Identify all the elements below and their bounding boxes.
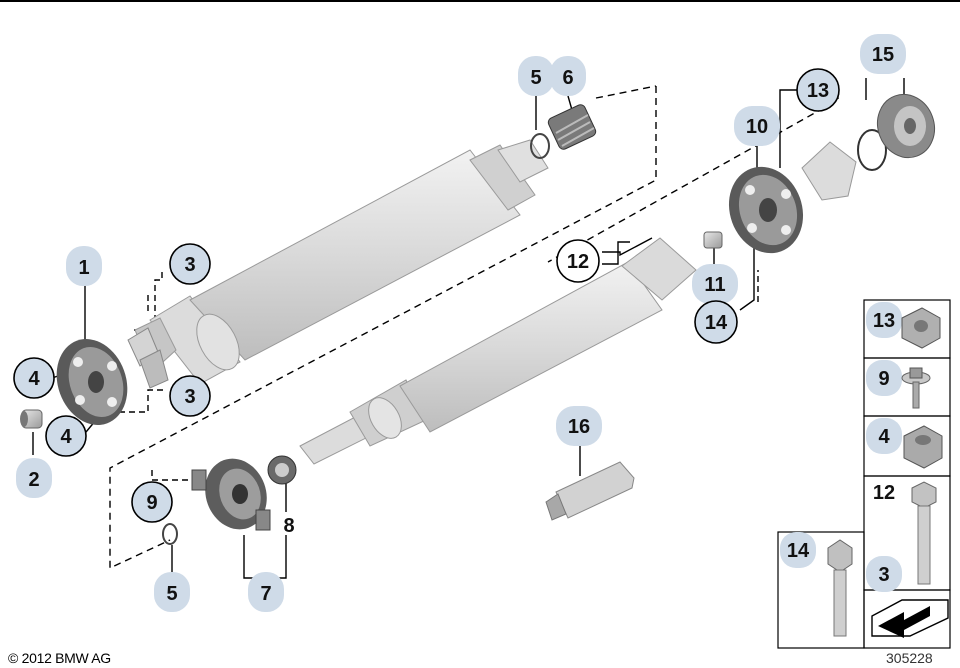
- copyright-text: © 2012 BMW AG: [8, 650, 111, 666]
- callout-2[interactable]: 2: [16, 458, 52, 498]
- svg-text:3: 3: [184, 254, 195, 276]
- callout-10[interactable]: 10: [734, 106, 780, 146]
- sealing-ring-15: [857, 129, 887, 171]
- callout-3-top[interactable]: 3: [169, 243, 211, 285]
- diagram-number: 305228: [886, 650, 933, 666]
- rear-propeller-shaft: [299, 237, 697, 465]
- svg-text:4: 4: [878, 426, 890, 448]
- svg-text:10: 10: [746, 116, 768, 138]
- callout-7[interactable]: 7: [248, 572, 284, 612]
- spline-sleeve-6: [547, 104, 597, 150]
- top-border: [0, 0, 960, 2]
- svg-text:3: 3: [184, 386, 195, 408]
- sealing-ring-5: [530, 133, 550, 159]
- callout-16[interactable]: 16: [556, 406, 602, 446]
- callout-3-bottom[interactable]: 3: [169, 375, 211, 417]
- legend-row-9: 9: [866, 360, 931, 409]
- centering-sleeve-2: [20, 409, 43, 429]
- rear-flange-yoke: [801, 141, 857, 201]
- legend-row-4: 4: [866, 418, 943, 469]
- svg-text:8: 8: [283, 515, 294, 537]
- svg-text:2: 2: [28, 469, 39, 491]
- callouts: 1 2 3 3 4 4 5 6: [13, 34, 906, 612]
- callout-8[interactable]: 8: [283, 515, 294, 537]
- callout-9[interactable]: 9: [131, 481, 173, 523]
- fastener-legend: 13 9 4 12 3: [777, 299, 951, 649]
- svg-text:5: 5: [530, 67, 541, 89]
- output-flange-15: [877, 93, 935, 159]
- svg-text:14: 14: [705, 312, 728, 334]
- callout-1[interactable]: 1: [66, 246, 102, 286]
- callout-4-top[interactable]: 4: [13, 357, 55, 399]
- svg-text:11: 11: [704, 274, 725, 296]
- svg-text:9: 9: [146, 492, 157, 514]
- legend-arrow-symbol: [871, 599, 949, 638]
- grooved-ball-bearing-8: [267, 455, 297, 485]
- grease-tube-16: [545, 461, 635, 521]
- callout-15[interactable]: 15: [860, 34, 906, 74]
- centering-sleeve-11: [703, 231, 723, 249]
- svg-text:6: 6: [562, 67, 573, 89]
- callout-11[interactable]: 11: [692, 264, 738, 304]
- front-propeller-shaft: [134, 139, 549, 385]
- sealing-ring-5-lower: [162, 523, 178, 545]
- svg-text:3: 3: [878, 564, 889, 586]
- svg-text:14: 14: [787, 540, 810, 562]
- svg-text:4: 4: [28, 368, 40, 390]
- svg-text:13: 13: [873, 310, 895, 332]
- flex-disc-1: [56, 339, 128, 425]
- callout-13[interactable]: 13: [796, 68, 840, 112]
- svg-text:7: 7: [260, 583, 271, 605]
- svg-text:1: 1: [78, 257, 89, 279]
- svg-text:5: 5: [166, 583, 177, 605]
- callout-5-top[interactable]: 5: [518, 56, 554, 96]
- callout-6[interactable]: 6: [550, 56, 586, 96]
- svg-text:12: 12: [873, 482, 895, 504]
- legend-row-12-3: 12 3: [866, 481, 937, 592]
- callout-4-bottom[interactable]: 4: [45, 415, 87, 457]
- svg-text:13: 13: [807, 80, 829, 102]
- svg-text:9: 9: [878, 368, 889, 390]
- svg-text:12: 12: [567, 251, 589, 273]
- flex-disc-10: [728, 166, 804, 254]
- callout-5-bottom[interactable]: 5: [154, 572, 190, 612]
- callout-12[interactable]: 12: [556, 239, 600, 283]
- front-flange: [127, 327, 169, 389]
- callout-14[interactable]: 14: [694, 300, 738, 344]
- legend-row-13: 13: [866, 302, 941, 349]
- svg-text:16: 16: [568, 416, 590, 438]
- legend-row-14: 14: [780, 532, 853, 637]
- svg-text:15: 15: [872, 44, 894, 66]
- center-bearing-7: [191, 458, 271, 531]
- svg-text:4: 4: [60, 426, 72, 448]
